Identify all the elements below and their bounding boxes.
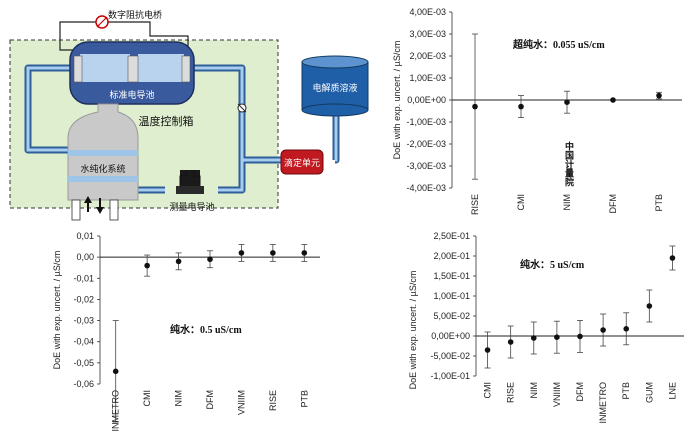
bridge-meter-icon	[95, 15, 109, 29]
y-tick-label: -1,00E-01	[430, 371, 470, 381]
x-tick-label: CMI	[483, 382, 493, 399]
data-point	[518, 103, 524, 110]
data-point	[507, 339, 514, 345]
y-tick-label: 0,00	[76, 252, 94, 262]
y-tick-label: 0,00E+00	[407, 95, 446, 105]
x-tick-label: GUM	[644, 382, 654, 403]
x-tick-label: CMI	[516, 194, 526, 211]
y-axis-label: DoE with exp. uncert. / µS/cm	[392, 41, 402, 160]
x-tick-label: NIM	[562, 194, 572, 211]
data-point	[175, 258, 182, 265]
purifier-unit	[67, 103, 139, 201]
measurement-cell	[176, 170, 204, 194]
data-point	[610, 97, 616, 103]
titration-unit	[280, 149, 324, 175]
data-point	[646, 303, 653, 309]
x-tick-label: RISE	[470, 194, 480, 215]
data-point	[112, 368, 119, 375]
y-tick-label: -0,06	[73, 379, 94, 389]
y-tick-label: -4,00E-03	[406, 183, 446, 193]
y-tick-label: -0,01	[73, 273, 94, 283]
stamp-text: 中国计量院	[563, 140, 574, 187]
chart-ultrapure-water: -4,00E-03 -3,00E-03 -2,00E-03 -1,00E-03 0,00…	[392, 7, 682, 215]
x-tick-label: PTB	[654, 194, 664, 212]
y-tick-label: -0,02	[73, 294, 94, 304]
y-tick-label: 0,00E+00	[431, 331, 470, 341]
y-tick-label: 4,00E-03	[409, 7, 446, 17]
chart-annotation: 超纯水：0.055 uS/cm	[512, 38, 605, 51]
x-tick-label: RISE	[506, 382, 516, 403]
y-axis-label: DoE with exp. uncert. / µS/cm	[52, 251, 62, 370]
standard-cell-label: 标准电导池	[109, 89, 154, 101]
data-point	[577, 333, 583, 340]
y-tick-label: 2,00E-01	[433, 251, 470, 261]
y-tick-label: -2,00E-03	[406, 139, 446, 149]
data-point	[270, 250, 276, 256]
inlet-outlet-arrows	[71, 196, 119, 221]
data-point	[669, 255, 676, 261]
chart-annotation: 纯水：0.5 uS/cm	[170, 323, 242, 336]
data-point	[600, 327, 606, 333]
electrolyte-tank	[301, 55, 369, 117]
chart-pure-water-5: -1,00E-01 -5,00E-02 0,00E+00 5,00E-02 1,00E-…	[408, 231, 684, 424]
y-tick-label: 1,00E-03	[409, 73, 446, 83]
data-point	[564, 99, 570, 105]
x-tick-label: DFM	[575, 382, 585, 402]
y-tick-label: 5,00E-02	[433, 311, 470, 321]
data-point	[301, 250, 308, 256]
y-tick-label: -1,00E-03	[406, 117, 446, 127]
titration-label: 滴定单元	[284, 157, 320, 169]
x-tick-label: VNIIM	[552, 382, 562, 407]
apparatus-diagram: 数字阻抗电桥 标准电导池 温度控制箱 电解质溶液 滴定单元	[9, 9, 369, 221]
x-tick-label: PTB	[621, 382, 631, 400]
x-tick-label: NIM	[174, 390, 184, 407]
x-tick-label: NIM	[529, 382, 539, 399]
chart-pure-water-0-5: -0,06 -0,05 -0,04 -0,03 -0,02 -0,01 0,00 0,01IN…	[52, 231, 320, 432]
y-tick-label: -0,03	[73, 316, 94, 326]
x-tick-label: INMETRO	[598, 382, 608, 424]
y-tick-label: 2,00E-03	[409, 51, 446, 61]
data-point	[472, 103, 478, 110]
x-tick-label: CMI	[142, 390, 152, 407]
chart-annotation: 纯水：5 uS/cm	[520, 258, 585, 271]
x-tick-label: INMETRO	[111, 390, 121, 432]
electrolyte-label: 电解质溶液	[312, 82, 357, 94]
y-tick-label: -0,04	[73, 337, 94, 347]
data-point	[623, 326, 630, 332]
y-tick-label: 1,50E-01	[433, 271, 470, 281]
data-point	[207, 256, 213, 263]
y-tick-label: 0,01	[76, 231, 94, 241]
valve-icon	[237, 103, 247, 113]
x-tick-label: VNIIM	[236, 390, 246, 415]
y-tick-label: -3,00E-03	[406, 161, 446, 171]
x-tick-label: LNE	[667, 382, 677, 400]
x-tick-label: PTB	[299, 390, 309, 408]
data-point	[238, 250, 245, 256]
y-tick-label: -0,05	[73, 358, 94, 368]
data-point	[554, 334, 560, 341]
y-tick-label: 2,50E-01	[433, 231, 470, 241]
data-point	[530, 335, 537, 341]
measure-cell-label: 测量电导池	[169, 201, 214, 213]
data-point	[656, 92, 662, 99]
purifier-label: 水纯化系统	[80, 163, 125, 175]
bridge-label: 数字阻抗电桥	[108, 9, 162, 21]
data-point	[144, 262, 150, 269]
chamber-label: 温度控制箱	[139, 114, 194, 128]
x-tick-label: DFM	[205, 390, 215, 410]
y-tick-label: -5,00E-02	[430, 351, 470, 361]
x-tick-label: DFM	[608, 194, 618, 214]
data-point	[484, 347, 491, 353]
x-tick-label: RISE	[268, 390, 278, 411]
y-tick-label: 1,00E-01	[433, 291, 470, 301]
bridge-wires	[59, 21, 189, 51]
y-tick-label: 3,00E-03	[409, 29, 446, 39]
y-axis-label: DoE with exp. uncert. / µS/cm	[408, 271, 418, 390]
